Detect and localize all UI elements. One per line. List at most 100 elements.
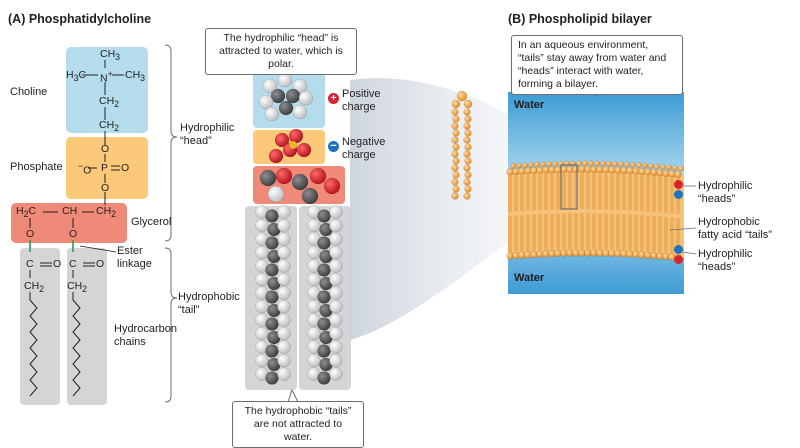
formula-ch3-right: CH3	[125, 69, 146, 84]
formula-ch3-top: CH3	[100, 48, 121, 63]
tail-atom	[329, 326, 343, 341]
bilayer-head-bead	[666, 164, 672, 171]
bilayer-head-bead	[642, 162, 648, 169]
bilayer-head-bead	[596, 165, 604, 174]
formula-neg-o: −O	[78, 161, 92, 177]
bilayer-head-bead	[506, 168, 514, 176]
tail-atom	[329, 259, 343, 273]
bilayer-head-bead	[596, 249, 604, 257]
lipid-tail-bead	[451, 122, 459, 130]
bilayer-head-bead	[588, 160, 594, 167]
formula-ch2-glycerol: CH2	[96, 205, 117, 220]
bilayer-head-bead	[650, 252, 658, 260]
choline-block	[66, 47, 148, 133]
tail-atom	[277, 245, 291, 260]
space-filling-atoms	[255, 72, 343, 385]
formula-o-ester-1: O	[26, 228, 35, 240]
tail-atom	[255, 326, 269, 341]
tail-atom	[307, 272, 321, 287]
bilayer-head-bead	[650, 168, 658, 177]
formula-nitrogen: N+	[100, 69, 113, 85]
bilayer-pointers	[669, 185, 697, 255]
tail-brace	[164, 247, 178, 403]
tail-atom	[317, 371, 331, 385]
tail-atom	[265, 371, 279, 385]
tail-atom	[277, 299, 291, 314]
formula-p: P	[101, 162, 109, 174]
phosphate-atom	[288, 128, 304, 144]
bilayer-head-bead	[626, 250, 634, 258]
lipid-head-bead	[463, 99, 473, 109]
bilayer-head-bead	[524, 167, 532, 175]
bilayer-head-bead	[654, 163, 660, 170]
floating-phospholipid	[451, 90, 473, 200]
label-water-bottom: Water	[514, 272, 545, 284]
tail-atom	[317, 236, 331, 250]
head-atom	[298, 90, 314, 106]
formula-o-carbonyl-1: O	[53, 258, 62, 270]
lipid-tail-bead	[463, 150, 471, 158]
tail-atom	[265, 344, 279, 358]
lipid-tail-bead	[452, 129, 460, 137]
bilayer-head-bead	[656, 252, 664, 260]
bilayer-head-bead	[518, 167, 526, 175]
bilayer-head-bead	[560, 165, 568, 174]
bilayer-head-bead	[566, 165, 574, 174]
tail-atom	[329, 353, 343, 368]
formula-c-1: C	[26, 258, 34, 270]
lipid-tail-bead	[464, 115, 472, 123]
bilayer-head-bead	[512, 167, 520, 176]
formula-o-2: O	[101, 182, 110, 194]
bilayer-head-bead	[536, 166, 544, 174]
bilayer-head-bead	[578, 165, 586, 173]
formula-c-2: C	[69, 258, 77, 270]
bilayer-band	[508, 168, 684, 258]
bilayer-head-bead	[572, 249, 580, 257]
tail-atom	[277, 272, 291, 287]
callout-head: The hydrophilic “head” is attracted to w…	[205, 28, 357, 75]
bilayer-head-bead	[576, 160, 582, 167]
bilayer-head-bead	[672, 165, 678, 171]
bilayer-head-bead	[584, 249, 592, 257]
lipid-tail-bead	[451, 192, 459, 200]
phosphate-block	[66, 137, 148, 199]
formula-ch2-chain-1: CH2	[24, 280, 45, 295]
bilayer-head-bead	[648, 163, 654, 169]
negative-charge-icon: −	[328, 141, 339, 152]
bilayer-head-bead	[644, 251, 652, 259]
bilayer-head-bead	[638, 167, 646, 176]
bilayer-head-bead	[590, 165, 598, 174]
tail-atom	[307, 218, 321, 233]
bilayer-head-bead	[602, 166, 610, 174]
bilayer-head-bead	[560, 249, 568, 257]
formula-h2c: H2C	[16, 205, 37, 220]
lipid-tail-bead	[452, 157, 460, 165]
tail-atom	[255, 245, 269, 260]
formula-ch3-left: H3C	[66, 69, 87, 84]
tail-atom	[317, 290, 331, 304]
tail-atom	[329, 272, 343, 287]
formula-o-carbonyl-2: O	[96, 258, 105, 270]
bilayer-head-bead	[620, 166, 628, 175]
glycerol-atom	[275, 167, 293, 185]
tail-atom	[307, 326, 321, 341]
lipid-tail-bead	[452, 171, 460, 179]
label-water-top: Water	[514, 99, 545, 111]
bilayer-negative-icon-bottom	[674, 245, 683, 254]
tail-atom	[329, 286, 343, 300]
bilayer-beads	[506, 160, 684, 262]
tail-atom	[307, 353, 321, 368]
head-atom	[292, 104, 308, 120]
head-atom	[285, 88, 301, 104]
bilayer-head-bead	[554, 249, 562, 258]
lipid-tail-bead	[464, 129, 472, 137]
tail-atom	[317, 263, 331, 277]
tail-atom	[265, 317, 279, 331]
phosphate-atom	[274, 132, 290, 148]
glycerol-atom	[301, 187, 319, 205]
bilayer-head-bead	[548, 166, 556, 174]
tail-atom	[317, 209, 331, 223]
bilayer-head-bead	[644, 168, 652, 176]
callout-tail-tail	[287, 388, 299, 403]
